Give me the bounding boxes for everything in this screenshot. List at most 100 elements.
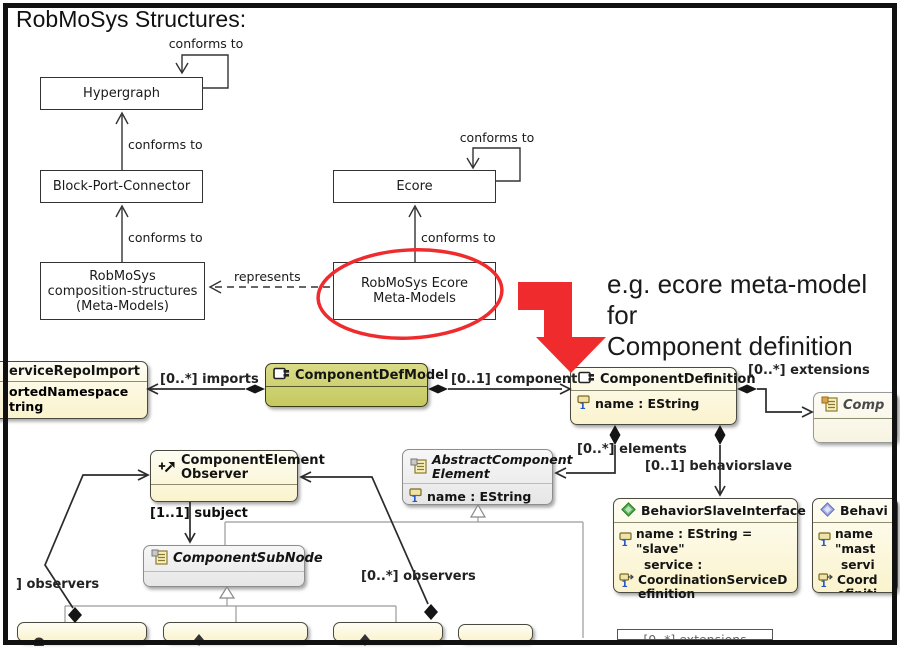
service-repo-attr1: ortedNamespace (9, 384, 129, 399)
behavior-slave-attr1-line2: "slave" (636, 541, 685, 556)
class-box-behavior-slave-interface: BehaviorSlaveInterface 1 name : EString … (613, 498, 806, 601)
observer-title-line1: ComponentElement (181, 453, 325, 468)
observer-arrow-icon (158, 458, 176, 478)
behavior-master-attr2-line2: Coord (837, 572, 878, 587)
edge-label-behaviorslave: [0..1] behaviorslave (645, 459, 793, 474)
behavior-slave-attr1-line1: name : EString = (636, 527, 753, 541)
block-port-connector-box: Block-Port-Connector (40, 170, 203, 203)
class-box-comp-ext-cut: Comp (813, 392, 898, 443)
class-box-service-repo-import: erviceRepoImport ortedNamespace tring (0, 361, 148, 419)
extensions-cutoff-box: [0..*] extensions (617, 629, 773, 640)
class-box-bottom-2-cut (163, 622, 308, 646)
class-box-bottom-4-cut (458, 624, 533, 642)
edge-label-component: [0..1] component (451, 372, 578, 387)
arrowhead-icon (137, 469, 150, 481)
represents-label: represents (234, 269, 301, 284)
page-title: RobMoSys Structures: (16, 6, 247, 32)
arrowhead-icon (208, 280, 222, 294)
attribute-icon: 1 (409, 487, 422, 506)
hypergraph-label: Hypergraph (83, 86, 160, 101)
conforms-label-hypergraph-loop: conforms to (168, 36, 244, 51)
abstract-elem-title-line1: AbstractComponent (432, 452, 573, 467)
robmosys-composition-box: RobMoSys composition-structures (Meta-Mo… (40, 262, 205, 320)
generalization-triangle-icon (218, 585, 236, 599)
conforms-label-comp-bpc: conforms to (128, 230, 203, 245)
extensions-edge (757, 388, 802, 413)
behavior-master-attr2-line1: servi (841, 558, 875, 572)
class-icon (32, 631, 146, 650)
svg-text:1: 1 (821, 580, 827, 588)
arrowhead-icon (466, 157, 480, 170)
abstract-elem-title-line2: Element (432, 466, 490, 481)
robmosys-composition-line2: composition-structures (47, 283, 198, 299)
annotation-text: e.g. ecore meta-model for Component defi… (607, 269, 900, 362)
class-icon (273, 367, 290, 384)
class-box-component-definition: ComponentDefinition 1 name : EString (570, 367, 756, 425)
conforms-label-ecore-loop: conforms to (459, 130, 535, 145)
conforms-label-bpc-hypergraph: conforms to (128, 137, 203, 152)
diamond-icon (424, 604, 438, 620)
class-icon (578, 371, 595, 388)
component-definition-attr: name : EString (595, 396, 700, 411)
annotation-line2: Component definition (607, 331, 853, 361)
class-box-bottom-1-cut (17, 622, 147, 649)
ecore-box: Ecore (333, 170, 496, 203)
annotation-class-icon (821, 396, 838, 416)
abstract-class-icon (151, 549, 168, 569)
arrowhead-icon (184, 532, 196, 544)
edge-label-subject: [1..1] subject (150, 506, 248, 521)
diamond-icon (358, 631, 442, 650)
svg-text:1: 1 (821, 539, 827, 547)
behavior-slave-attr2-line2: CoordinationServiceD (638, 572, 788, 587)
green-diamond-icon (621, 502, 636, 520)
behavior-slave-attr2-line1: service : (644, 558, 703, 572)
arrowhead-icon (146, 383, 159, 395)
svg-text:1: 1 (580, 402, 586, 410)
class-box-abstract-component-element: AbstractComponent Element 1 name : EStri… (402, 449, 573, 506)
robmosys-composition-line1: RobMoSys (89, 268, 156, 284)
hypergraph-box: Hypergraph (40, 77, 203, 110)
block-port-connector-label: Block-Port-Connector (52, 179, 191, 194)
purple-diamond-icon (820, 502, 835, 520)
robmosys-composition-line3: (Meta-Models) (76, 298, 169, 314)
extensions-cutoff-label: [0..*] extensions (643, 632, 747, 640)
robmosys-ecore-line1: RobMoSys Ecore (360, 276, 469, 291)
diamond-icon (192, 631, 307, 650)
arrowhead-icon (115, 111, 129, 125)
comp-ext-title: Comp (843, 398, 885, 413)
abstract-class-icon (410, 458, 427, 477)
behavior-slave-attr2-line3: efinition (638, 587, 696, 601)
attribute-icon: 1 (818, 531, 831, 551)
diamond-icon (428, 384, 448, 394)
class-box-component-sub-node: ComponentSubNode (143, 545, 323, 587)
diamond-icon (714, 425, 726, 445)
behavior-master-title: Behavi (840, 503, 888, 518)
conforms-label-ecoremodels-ecore: conforms to (421, 230, 496, 245)
robmosys-ecore-box: RobMoSys Ecore Meta-Models (333, 262, 496, 320)
reference-icon: 1 (818, 572, 833, 592)
edge-label-elements: [0..*] elements (577, 442, 687, 457)
reference-icon: 1 (619, 572, 634, 592)
arrowhead-icon (115, 204, 129, 218)
behavior-master-attr2-line3: efiniti (837, 587, 877, 592)
class-box-behavior-master-cut: Behavi 1 name "mast 1 servi Coord efinit… (812, 498, 898, 593)
observer-title-line2: Observer (181, 467, 249, 482)
component-definition-title: ComponentDefinition (600, 371, 756, 387)
abstract-elem-attr: name : EString (427, 489, 532, 504)
class-box-component-element-observer: ComponentElement Observer (150, 450, 325, 502)
service-repo-attr2: tring (9, 399, 44, 414)
edge-label-observers-right: [0..*] observers (361, 569, 476, 584)
arrowhead-icon (408, 204, 422, 218)
arrowhead-icon (175, 62, 189, 75)
red-arrow-icon (518, 282, 606, 373)
svg-text:1: 1 (412, 495, 418, 503)
annotation-line1: e.g. ecore meta-model for (607, 269, 868, 330)
arrowhead-icon (714, 485, 726, 497)
robmosys-ecore-line2: Meta-Models (373, 291, 456, 306)
class-box-component-def-model: ComponentDefModel (265, 363, 449, 407)
behavior-master-attr1-line1: name (835, 527, 873, 541)
edge-label-extensions: [0..*] extensions (748, 363, 870, 378)
arrowhead-icon (801, 406, 814, 418)
service-repo-title: erviceRepoImport (9, 364, 140, 379)
